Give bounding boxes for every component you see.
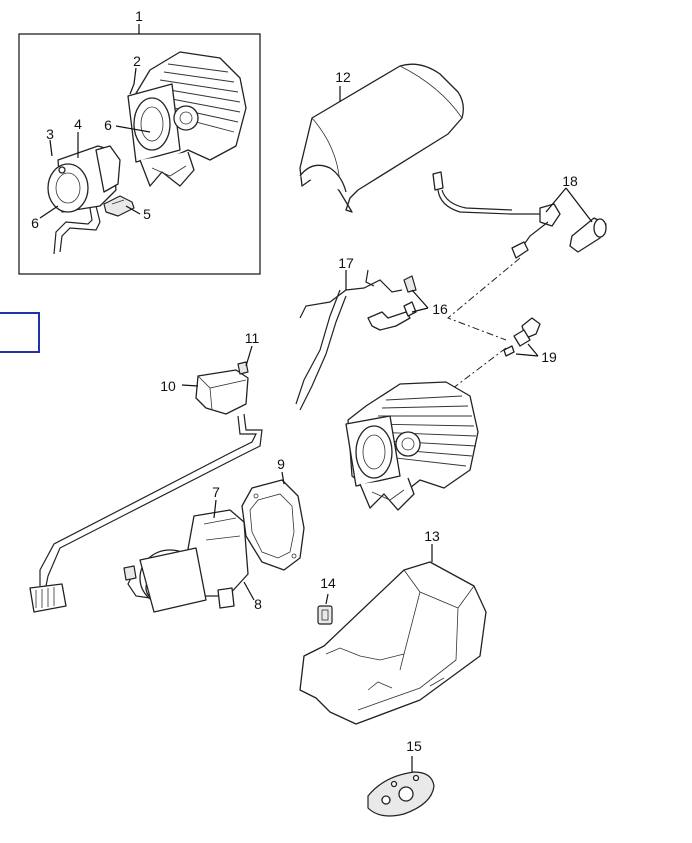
callout-13: 13: [424, 528, 440, 544]
part-5-gasket: [103, 195, 135, 217]
part-12-cover: [299, 63, 464, 213]
callout-19: 19: [541, 349, 557, 365]
part-19-glow-plug: [503, 317, 541, 357]
part-10-control-unit: [29, 361, 263, 613]
callout-16: 16: [432, 301, 448, 317]
callout-15: 15: [406, 738, 422, 754]
callout-5: 5: [143, 206, 151, 222]
part-14-grommet: [317, 605, 333, 625]
part-13-lower-housing: [299, 561, 487, 725]
callout-18: 18: [562, 173, 578, 189]
part-17-wire-harness: [295, 269, 403, 411]
part-2-heat-exchanger: [127, 51, 247, 187]
callout-7: 7: [212, 484, 220, 500]
callout-11: 11: [245, 330, 260, 346]
callout-3: 3: [46, 126, 54, 142]
part-7-blower-motor: [123, 509, 249, 613]
highlight-box[interactable]: [0, 312, 40, 353]
part-3-4-burner-assembly: [47, 145, 121, 255]
part-16-brackets: [367, 275, 417, 331]
guide-line-18-19: [447, 257, 521, 341]
guide-line-19-exchanger: [439, 347, 507, 399]
callout-1: 1: [135, 8, 143, 24]
leader-lines: [39, 24, 593, 772]
callout-10: 10: [160, 378, 176, 394]
part-9-gasket: [241, 479, 305, 571]
callout-9: 9: [277, 456, 285, 472]
main-heat-exchanger: [345, 381, 479, 511]
callout-12: 12: [335, 69, 351, 85]
callout-17: 17: [338, 255, 354, 271]
part-15-base-plate: [367, 771, 435, 817]
callout-6b: 6: [31, 215, 39, 231]
callout-4: 4: [74, 116, 82, 132]
callout-14: 14: [320, 575, 336, 591]
callout-8: 8: [254, 596, 262, 612]
callout-6a: 6: [104, 117, 112, 133]
callout-2: 2: [133, 53, 141, 69]
part-18-sensor: [432, 171, 607, 259]
